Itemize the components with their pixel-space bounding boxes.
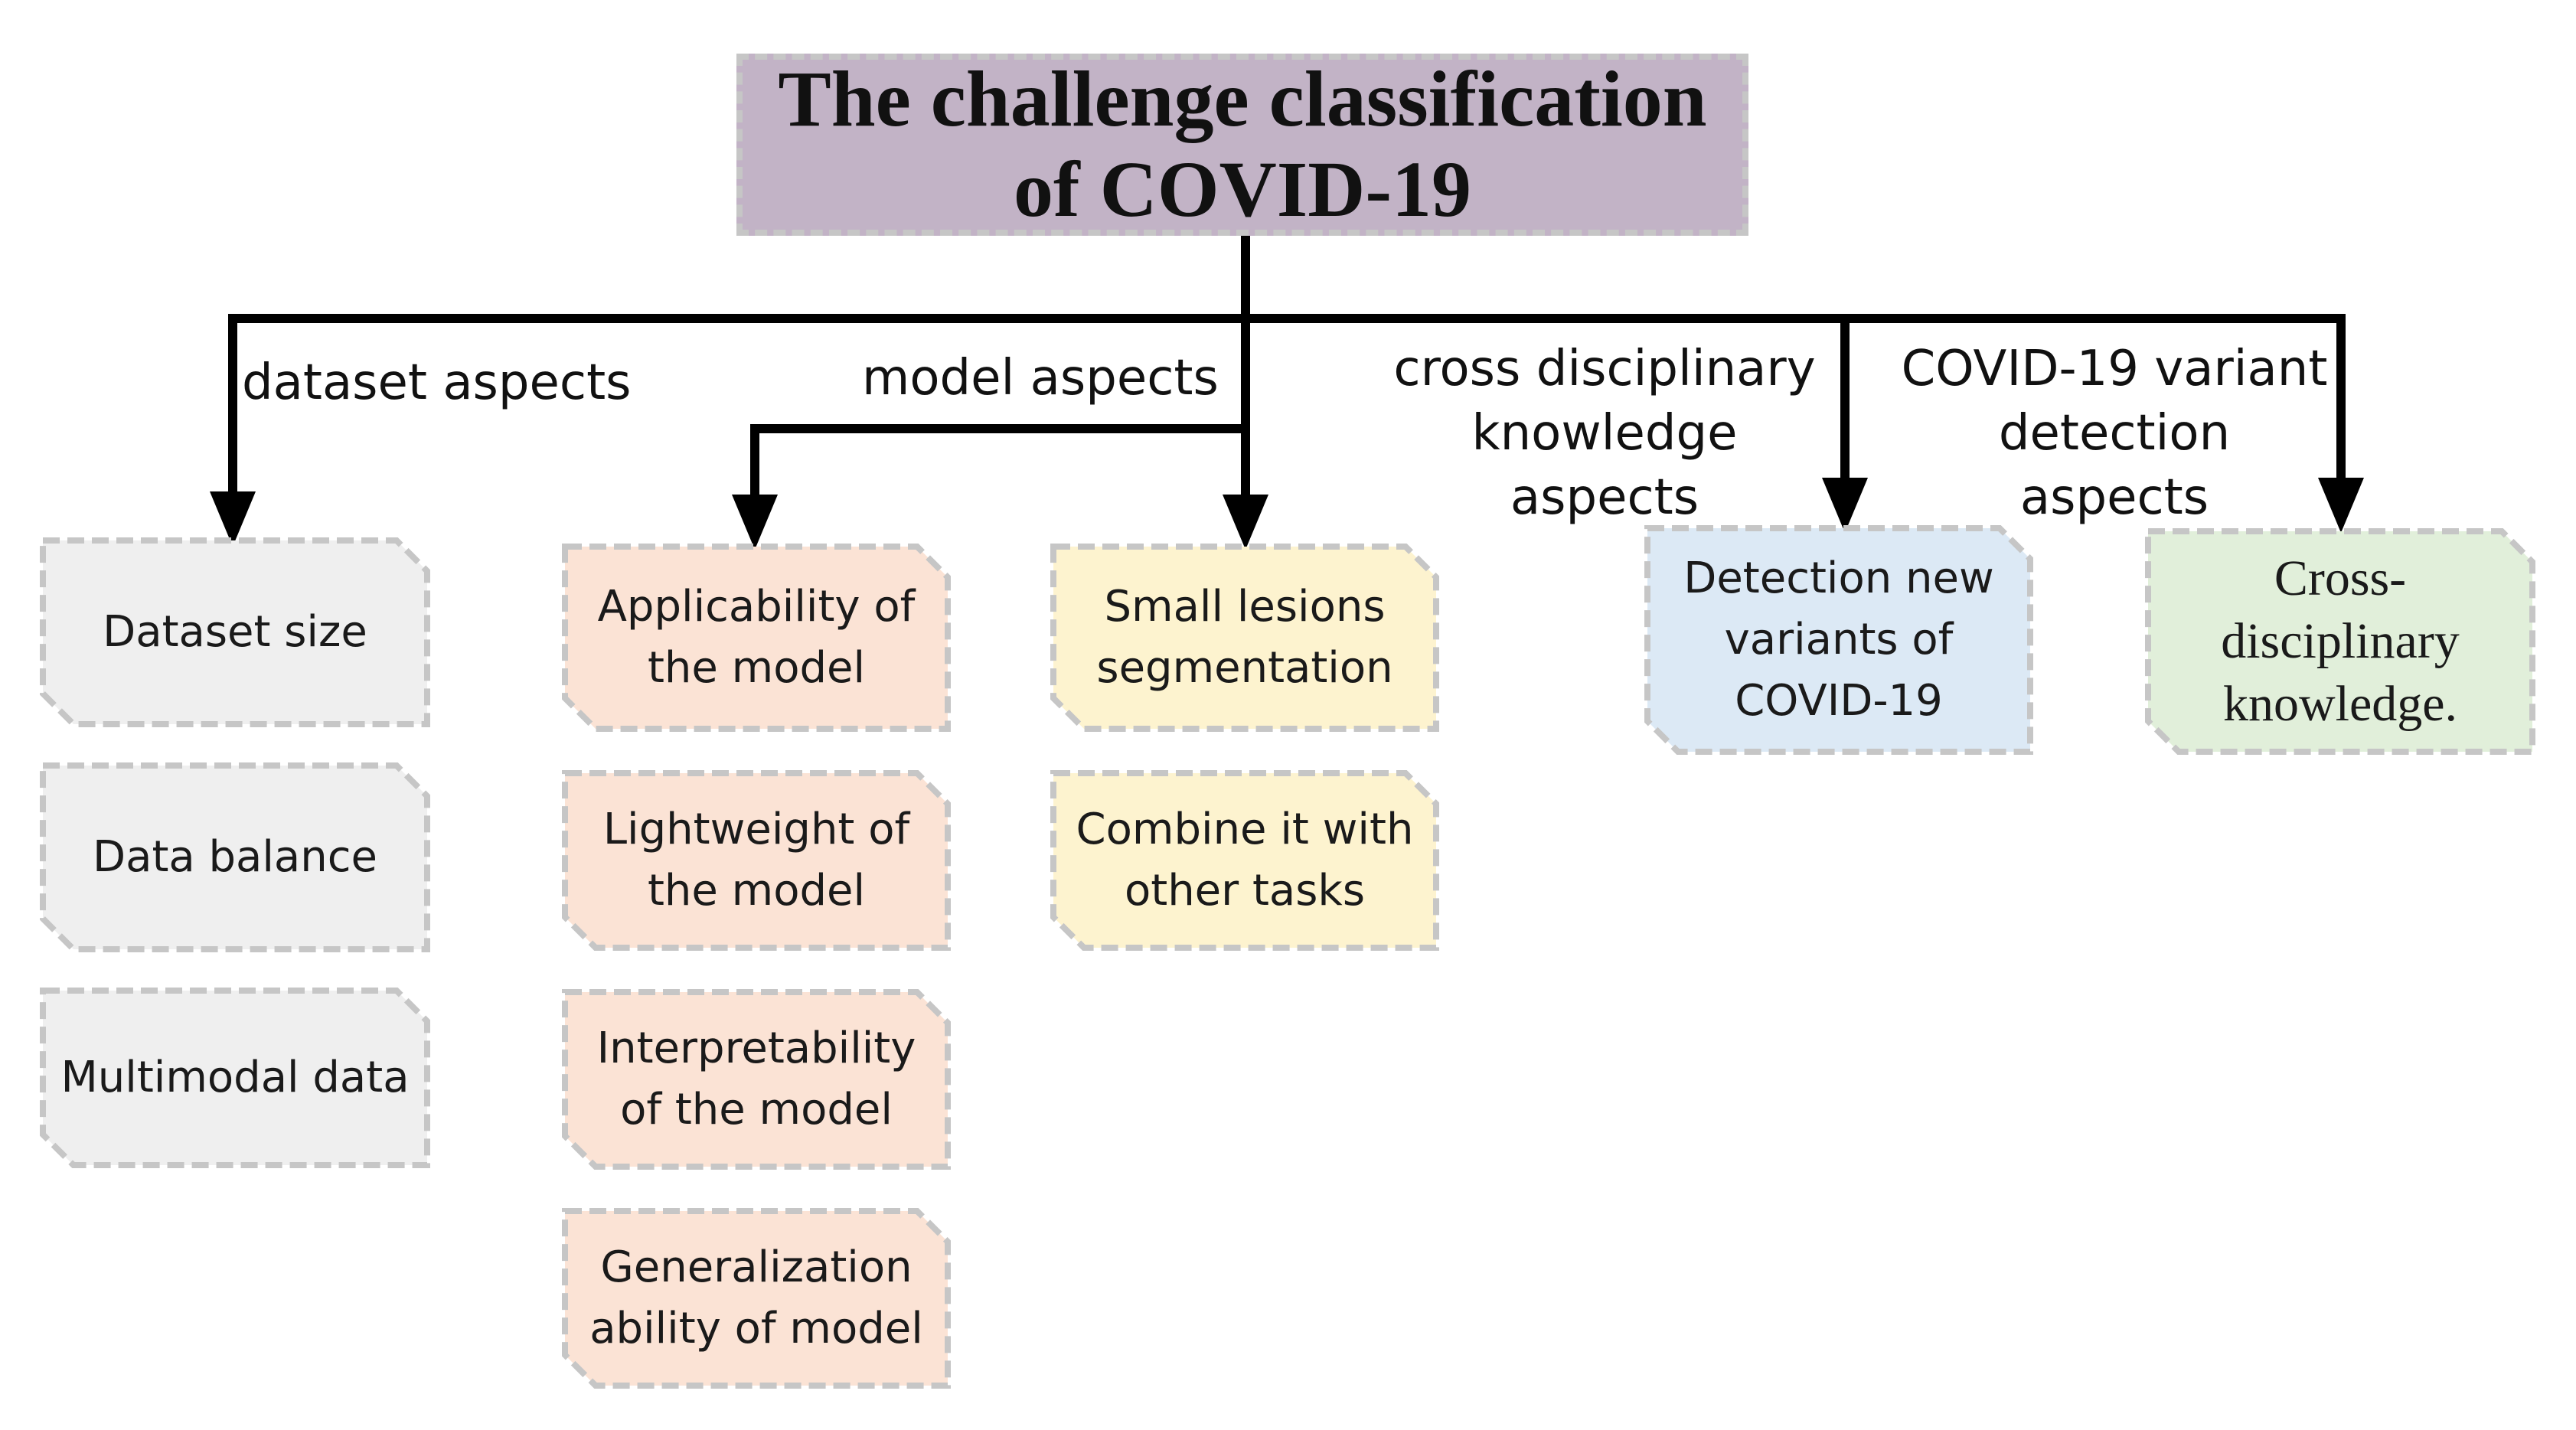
branch-label-model: model aspects	[862, 350, 1219, 406]
box-outline	[1644, 525, 2033, 755]
box-label: Data balance	[93, 832, 377, 882]
box-outline	[1050, 770, 1439, 951]
box-label: Small lesions segmentation	[1096, 582, 1393, 693]
box-label: Applicability of the model	[597, 582, 916, 693]
box-outline	[562, 989, 951, 1170]
box-outline-path	[1644, 525, 2033, 755]
box-outline-path	[562, 770, 951, 951]
box-label: Generalization ability of model	[589, 1242, 923, 1353]
box-outline-path	[562, 544, 951, 732]
box-generalization: Generalization ability of model	[562, 1208, 951, 1389]
diagram-title: The challenge classification of COVID-19	[778, 55, 1707, 233]
box-label: Detection new variants of COVID-19	[1683, 553, 1994, 726]
box-outline-path	[40, 988, 430, 1168]
box-label: Combine it with other tasks	[1076, 805, 1414, 916]
box-lightweight: Lightweight of the model	[562, 770, 951, 951]
box-outline-path	[1050, 770, 1439, 951]
box-outline-path	[1050, 544, 1439, 732]
box-cross-disciplinary: Cross-disciplinary knowledge.	[2145, 528, 2535, 755]
box-dataset-size: Dataset size	[40, 537, 430, 727]
box-outline	[562, 544, 951, 732]
box-outline	[562, 1208, 951, 1389]
box-label: Multimodal data	[60, 1053, 410, 1102]
box-label: Interpretability of the model	[596, 1024, 916, 1135]
box-applicability: Applicability of the model	[562, 544, 951, 732]
box-outline-path	[562, 989, 951, 1170]
box-outline-path	[562, 1208, 951, 1389]
box-outline	[40, 537, 430, 727]
box-outline	[40, 762, 430, 952]
box-outline	[562, 770, 951, 951]
box-combine-tasks: Combine it with other tasks	[1050, 770, 1439, 951]
box-outline	[2145, 528, 2535, 755]
diagram-title-box: The challenge classification of COVID-19	[736, 54, 1748, 236]
box-interpretability: Interpretability of the model	[562, 989, 951, 1170]
box-label: Lightweight of the model	[602, 805, 910, 916]
branch-label-dataset: dataset aspects	[242, 354, 632, 411]
box-outline	[1050, 544, 1439, 732]
box-outline-path	[40, 762, 430, 952]
box-multimodal-data: Multimodal data	[40, 988, 430, 1168]
box-outline-path	[40, 537, 430, 727]
box-label: Dataset size	[103, 607, 367, 657]
branch-label-variant-detection: COVID-19 variant detection aspects	[1901, 341, 2328, 526]
box-small-lesions: Small lesions segmentation	[1050, 544, 1439, 732]
box-detection-variants: Detection new variants of COVID-19	[1644, 525, 2033, 755]
branch-label-cross-disciplinary: cross disciplinary knowledge aspects	[1393, 341, 1816, 526]
box-data-balance: Data balance	[40, 762, 430, 952]
box-outline	[40, 988, 430, 1168]
box-label: Cross-disciplinary knowledge.	[2221, 550, 2460, 732]
box-outline-path	[2145, 528, 2535, 755]
